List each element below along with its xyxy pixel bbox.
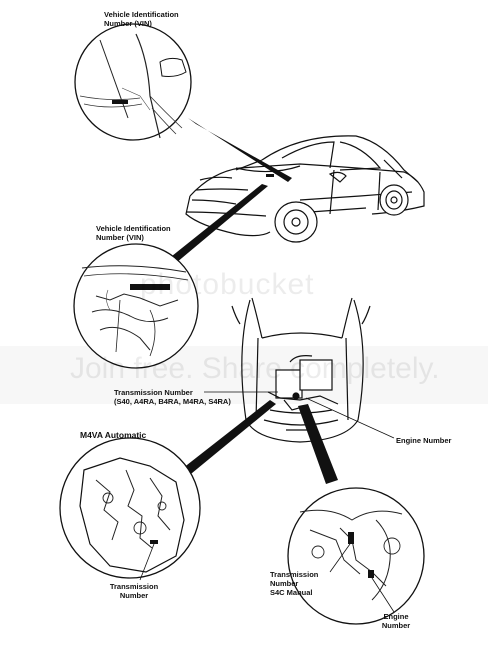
watermark-band xyxy=(0,346,488,404)
m4va-transmission-detail xyxy=(59,437,201,581)
label-line: (S40, A4RA, B4RA, M4RA, S4RA) xyxy=(114,397,231,406)
transmission-number-label: Transmission Number (S40, A4RA, B4RA, M4… xyxy=(114,388,231,406)
sedan-illustration xyxy=(185,135,425,243)
pointer-wedge xyxy=(162,184,268,268)
s4c-manual-detail xyxy=(287,487,425,625)
trans-number-mark xyxy=(150,540,158,544)
trans-number-mark xyxy=(348,532,354,544)
engine-number-label: Engine Number xyxy=(396,436,452,445)
pointer-wedge xyxy=(178,400,276,478)
vin-plate-mark xyxy=(112,100,128,104)
label-line: Number xyxy=(119,591,149,600)
vin-windshield-detail xyxy=(74,23,192,141)
engine-number-mark xyxy=(368,570,374,578)
leader-line xyxy=(305,397,395,439)
pointer-wedge xyxy=(188,118,292,182)
vin-plate-mark xyxy=(130,284,170,290)
label-line: Number xyxy=(381,621,411,630)
m4va-title: M4VA Automatic xyxy=(80,430,147,440)
label-line: S4C Manual xyxy=(270,588,313,597)
label-line: Vehicle Identification xyxy=(96,224,171,233)
label-line: Vehicle Identification xyxy=(104,10,179,19)
label-line: Number (VIN) xyxy=(96,233,144,242)
label-line: Transmission Number xyxy=(114,388,193,397)
engine-bay-front-view xyxy=(231,297,371,443)
label-line: Number (VIN) xyxy=(104,19,152,28)
vin-dash-detail xyxy=(73,243,199,369)
vin-windshield-label: Vehicle Identification Number (VIN) xyxy=(104,10,179,28)
label-line: Engine xyxy=(383,612,409,621)
vin-dash-label: Vehicle Identification Number (VIN) xyxy=(96,224,171,242)
m4va-transmission-number-label: Transmission Number xyxy=(102,582,166,600)
label-line: Number xyxy=(270,579,299,588)
pointer-wedge xyxy=(298,404,338,484)
s4c-engine-number-label: Engine Number xyxy=(376,612,416,630)
s4c-transmission-number-label: Transmission Number S4C Manual xyxy=(270,570,318,597)
label-line: Transmission xyxy=(270,570,319,579)
label-line: Transmission xyxy=(109,582,159,591)
